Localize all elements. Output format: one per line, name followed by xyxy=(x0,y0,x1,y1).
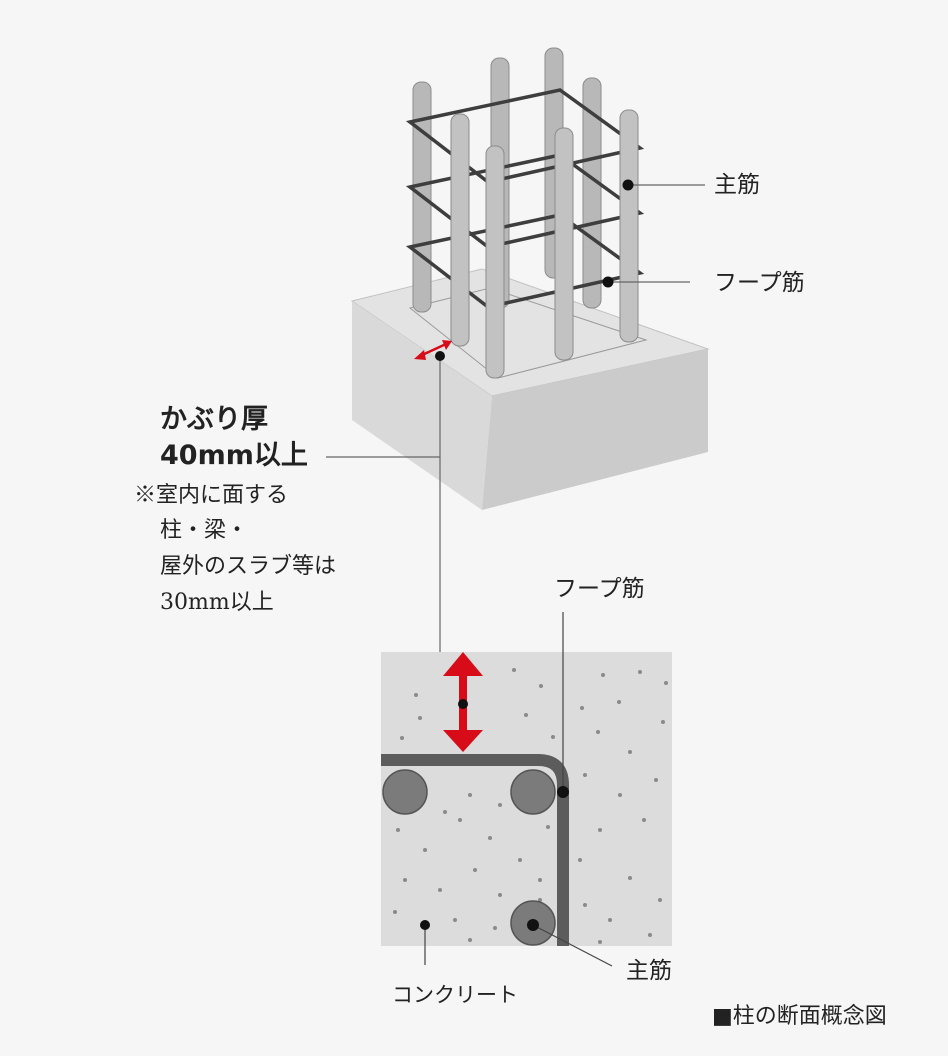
label-section-hoop: フープ筋 xyxy=(554,576,645,602)
label-note-1: ※室内に面する xyxy=(134,483,289,508)
marker-hoop xyxy=(602,276,614,288)
marker-main-bar xyxy=(622,179,634,191)
block-right-face xyxy=(482,349,708,510)
main-bar xyxy=(450,113,470,347)
hoop-ring xyxy=(405,88,645,184)
leader-section-main-bar xyxy=(532,924,613,967)
marker-concrete xyxy=(420,920,430,930)
aggregate-dots xyxy=(393,666,668,944)
rebar-cage xyxy=(405,47,645,379)
label-main-bar-top: 主筋 xyxy=(714,172,760,198)
block-left-face xyxy=(352,301,492,510)
label-note-4: 30mm以上 xyxy=(160,590,274,615)
main-bar xyxy=(582,77,602,309)
label-cover-title-2: 40mm以上 xyxy=(160,440,308,471)
cross-section xyxy=(381,652,672,946)
marker-section-hoop xyxy=(557,786,569,798)
concrete-block xyxy=(350,268,710,510)
label-cover-title-1: かぶり厚 xyxy=(160,404,268,435)
label-note-3: 屋外のスラブ等は xyxy=(160,554,337,579)
marker-section-main-bar xyxy=(527,919,539,931)
section-main-bar xyxy=(382,769,428,815)
main-bar xyxy=(619,109,639,343)
main-bar xyxy=(485,145,505,379)
figure-caption: ■柱の断面概念図 xyxy=(712,1004,887,1029)
marker-cover-section xyxy=(458,699,468,709)
label-note-2: 柱・梁・ xyxy=(160,518,249,543)
section-main-bar xyxy=(510,769,556,815)
marker-cover xyxy=(435,351,445,361)
label-hoop-top: フープ筋 xyxy=(714,270,805,296)
label-section-main-bar: 主筋 xyxy=(626,958,672,984)
label-concrete: コンクリート xyxy=(392,983,518,1007)
hoop-ring xyxy=(405,153,645,249)
cover-arrow-small xyxy=(414,340,452,360)
main-bar xyxy=(554,127,574,361)
